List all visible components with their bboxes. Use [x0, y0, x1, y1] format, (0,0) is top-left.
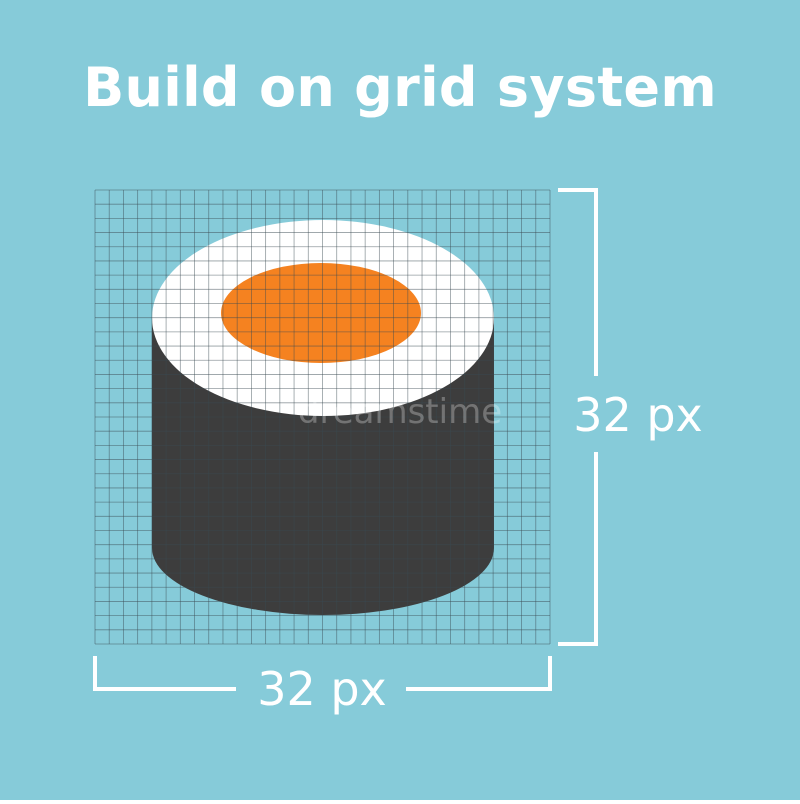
width-dimension-bracket [93, 656, 552, 691]
height-dimension-bracket [558, 188, 598, 646]
salmon-filling [221, 263, 421, 363]
width-dimension-label: 32 px [257, 662, 387, 716]
page-title: Build on grid system [83, 56, 717, 119]
watermark: dreamstime [298, 392, 502, 432]
pixel-grid [94, 189, 551, 645]
height-dimension-label: 32 px [573, 388, 703, 442]
